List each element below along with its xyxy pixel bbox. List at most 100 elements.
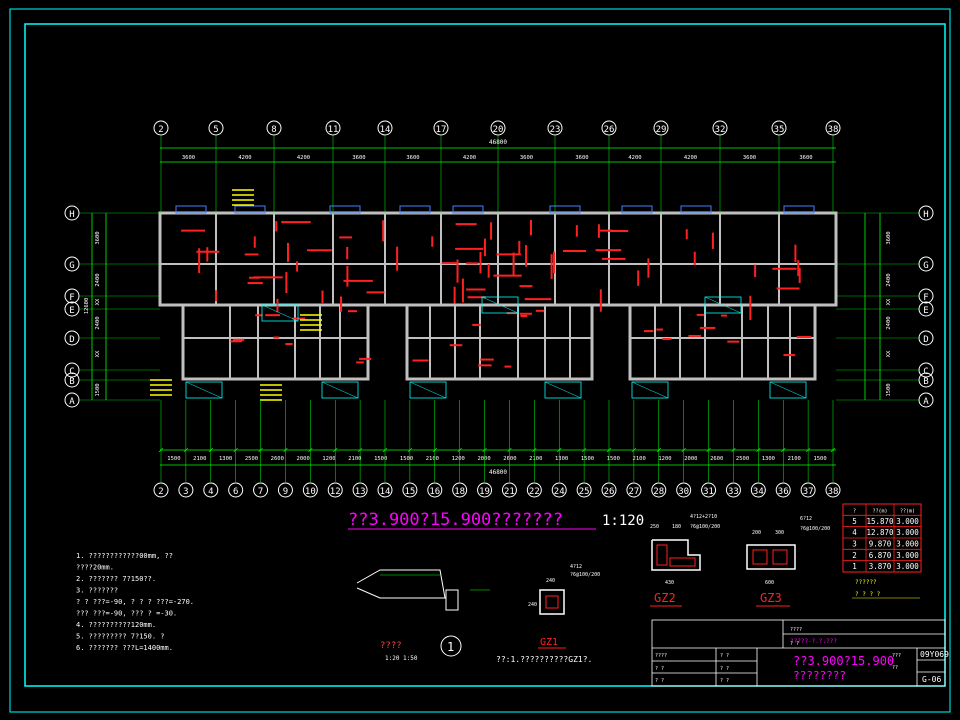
bottom-axis-bubble	[576, 482, 592, 498]
left-dim-text: 1500	[95, 383, 101, 396]
tb-label: ? ?	[720, 653, 729, 659]
bottom-axis-label: 3	[183, 487, 188, 497]
drawing-scale: 1:120	[602, 513, 644, 529]
bottom-axis-bubble	[626, 482, 642, 498]
tb-label: ? ?	[720, 666, 729, 672]
level-table-cell: 15.870	[866, 517, 894, 526]
bottom-dim-text: 1500	[607, 456, 620, 462]
bottom-axis-bubble	[551, 482, 567, 498]
top-dim-text: 3600	[575, 155, 588, 161]
tb-label: ???	[892, 653, 901, 659]
bottom-axis-label: 34	[753, 487, 764, 497]
project-name: ?????-?.?.???	[790, 638, 837, 645]
bottom-axis-label: 18	[454, 487, 465, 497]
bottom-axis-label: 37	[803, 487, 814, 497]
bottom-axis-label: 38	[828, 487, 839, 497]
bottom-dim-text: 1300	[762, 456, 775, 462]
top-axis-label: 11	[328, 125, 339, 135]
right-dim-text: 1500	[886, 383, 892, 396]
bottom-axis-bubble	[253, 482, 269, 498]
note-line: ????20mm.	[76, 564, 114, 572]
bottom-dim-text: 2000	[297, 456, 310, 462]
level-table-cell: ?	[853, 509, 856, 515]
top-axis-label: 23	[550, 125, 561, 135]
bottom-axis-label: 13	[355, 487, 366, 497]
right-axis-label: E	[923, 306, 928, 316]
bottom-dim-text: 1200	[658, 456, 671, 462]
bottom-dim-text: 1200	[322, 456, 335, 462]
note-line: ??? ???=-90, ??? ? =-30.	[76, 610, 177, 618]
bottom-axis-label: 19	[479, 487, 490, 497]
table-sub: ? ? ? ?	[855, 591, 881, 598]
bottom-axis-label: 21	[504, 487, 515, 497]
tb-label: ????	[655, 653, 667, 659]
bottom-dim-text: 2000	[477, 456, 490, 462]
slab-openings	[175, 205, 815, 399]
right-axis-label: H	[923, 210, 928, 220]
bottom-axis-bubble	[526, 482, 542, 498]
title-block-labels: ????? ?????? ?? ?? ?? ?? ??????	[655, 627, 901, 684]
gz3-dim1: 200	[752, 530, 761, 536]
detail-number: 1	[447, 640, 454, 654]
bottom-axis-bubble	[501, 482, 517, 498]
tb-label: ? ?	[720, 678, 729, 684]
left-axis-label: A	[69, 397, 75, 407]
bottom-axis-label: 36	[778, 487, 789, 497]
bottom-axis-bubble	[452, 482, 468, 498]
bottom-axis-bubble	[701, 482, 717, 498]
bottom-dim-text: 1500	[813, 456, 826, 462]
top-axis-label: 29	[656, 125, 667, 135]
drawing-title: ??3.900?15.900???????	[348, 510, 563, 530]
bottom-axis-label: 25	[579, 487, 590, 497]
bottom-axis-label: 10	[305, 487, 316, 497]
note-line: 2. ??????? 7?150??.	[76, 575, 156, 583]
bottom-dim-text: 1500	[400, 456, 413, 462]
note-line: 1. ????????????00mm, ??	[76, 552, 173, 560]
bottom-dim-text: 2600	[710, 456, 723, 462]
level-table-cell: 3.000	[896, 551, 919, 560]
level-table-cell: 6.870	[869, 551, 892, 560]
gz3-dim2: 300	[775, 530, 784, 536]
note-line: ? ? ???=-90, ? ? ? ???=-270.	[76, 598, 194, 606]
bottom-axis-bubble	[825, 482, 841, 498]
gz3-detail: GZ3 200 300 600 6?12 ?6@100/200	[746, 516, 830, 607]
gz2-detail: GZ2 250 180 430 4?12+2?10 ?6@100/200	[650, 514, 720, 607]
top-axis-label: 26	[604, 125, 615, 135]
gz1-dim: 240	[528, 602, 537, 608]
gz2-dim3: 430	[665, 580, 674, 586]
left-axis-label: H	[69, 210, 74, 220]
top-dim-text: 4200	[684, 155, 697, 161]
bottom-dim-text: 2100	[529, 456, 542, 462]
right-dim-text: 2400	[886, 273, 892, 286]
red-rebar-marks	[181, 219, 812, 368]
bottom-axis-label: 4	[208, 487, 213, 497]
bottom-axis-bubble	[750, 482, 766, 498]
top-dim-text: 3600	[799, 155, 812, 161]
right-axis-label: C	[923, 367, 928, 377]
left-dim-text: 2400	[95, 273, 101, 286]
bottom-axis-bubble	[327, 482, 343, 498]
bottom-dim-text: 2000	[684, 456, 697, 462]
section-label: ????	[380, 641, 402, 651]
title-block	[651, 619, 946, 687]
bottom-dim-text: 2600	[271, 456, 284, 462]
level-table-cell: 3.000	[896, 539, 919, 548]
inner-walls	[160, 213, 836, 379]
bottom-axis-label: 33	[728, 487, 739, 497]
bottom-axis-label: 12	[330, 487, 341, 497]
bottom-axis-label: 24	[554, 487, 565, 497]
bottom-axis-label: 6	[233, 487, 238, 497]
gz3-dim3: 600	[765, 580, 774, 586]
section-detail: ???? 1:20 1:50 1	[356, 569, 490, 662]
bottom-dim-text: 2100	[193, 456, 206, 462]
level-table-cell: 3.000	[896, 562, 919, 571]
bottom-axis-bubble	[228, 482, 244, 498]
gz1-bar1: 4?12	[570, 564, 582, 570]
top-axis-label: 20	[493, 125, 504, 135]
right-axis-label: F	[923, 293, 928, 303]
tb-label: ? ?	[655, 678, 664, 684]
